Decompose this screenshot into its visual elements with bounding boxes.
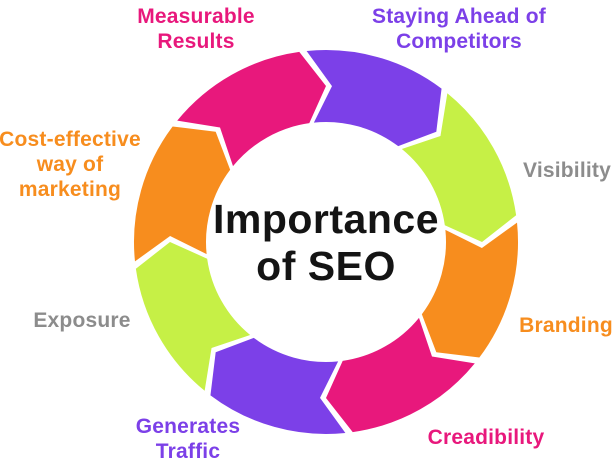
label-line: Results [157,30,235,53]
cycle-arrow-segment-bottom-left [210,337,346,435]
label-line: Cost-effective [0,128,141,151]
diagram-title-line2: of SEO [256,243,396,289]
label-exposure: Exposure [2,308,162,333]
label-line: Generates [135,415,241,438]
label-line: Traffic [155,440,221,463]
cycle-arrow-segment-bottom-right [326,317,475,433]
label-visibility: Visibility [487,158,613,183]
label-line: way of [36,153,104,176]
label-staying-ahead-of-competitors: Staying Ahead of Competitors [339,4,579,54]
label-line: Visibility [523,159,611,182]
label-line: Branding [519,314,613,337]
label-line: Exposure [33,309,131,332]
cycle-arrow-segment-right-upper [401,93,517,243]
cycle-arrow-segment-top-left [177,51,326,167]
label-line: Measurable [137,5,255,28]
cycle-arrow-segment-right-lower [421,222,519,358]
label-line: marketing [18,178,122,201]
diagram-title: Importance of SEO [173,196,479,290]
label-line: Competitors [396,30,522,53]
cycle-arrow-segment-left-upper [133,126,231,262]
label-line: Staying Ahead of [372,5,546,28]
label-branding: Branding [486,313,613,338]
label-measurable-results: Measurable Results [106,4,286,54]
diagram-title-line1: Importance [213,196,439,242]
cycle-arrow-segment-top-right [306,49,442,147]
label-generates-traffic: Generates Traffic [98,414,278,464]
label-line: Creadibility [427,426,545,449]
label-cost-effective-marketing: Cost-effective way of marketing [0,127,152,202]
label-creadibility: Creadibility [396,425,576,450]
cycle-arrow-segment-left-lower [135,242,251,391]
